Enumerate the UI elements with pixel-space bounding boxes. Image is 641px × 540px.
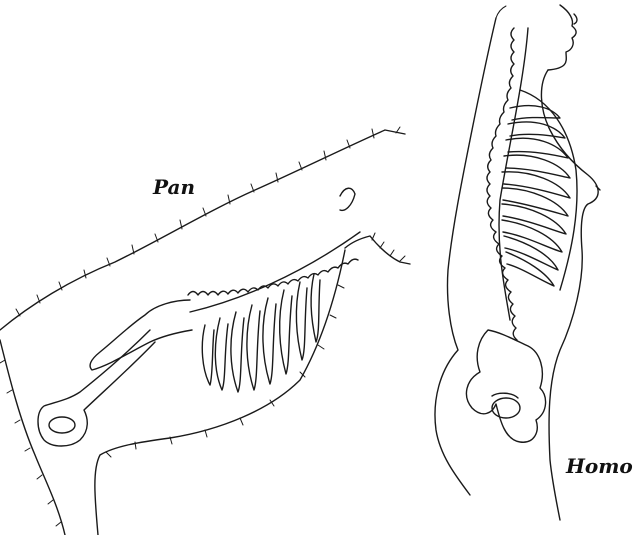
pan-back-outline <box>0 130 405 330</box>
homo-back-outline <box>435 18 496 495</box>
homo-face-profile <box>548 5 576 70</box>
homo-spine-front <box>499 28 528 320</box>
pan-pelvis <box>90 300 192 370</box>
pan-skull-stub <box>340 188 355 210</box>
pan-spine <box>188 259 358 295</box>
pan-neck-hair <box>372 233 405 261</box>
homo-pelvis <box>466 330 545 442</box>
label-pan: Pan <box>153 175 195 199</box>
pan-spine-lower <box>190 232 360 312</box>
homo-ribcage-edge <box>520 90 577 290</box>
homo-spine <box>487 28 517 340</box>
homo-acetabulum <box>492 398 520 418</box>
homo-pelvis-inner <box>492 393 518 398</box>
label-homo: Homo <box>566 454 633 478</box>
homo-hair <box>496 6 506 18</box>
homo-ear <box>574 14 577 24</box>
pan-figure <box>0 127 410 535</box>
homo-front-outline <box>541 70 598 520</box>
homo-figure <box>435 5 600 520</box>
pan-femur <box>38 330 155 446</box>
pan-femur-head <box>49 417 75 433</box>
pan-leg-outline <box>0 340 65 535</box>
